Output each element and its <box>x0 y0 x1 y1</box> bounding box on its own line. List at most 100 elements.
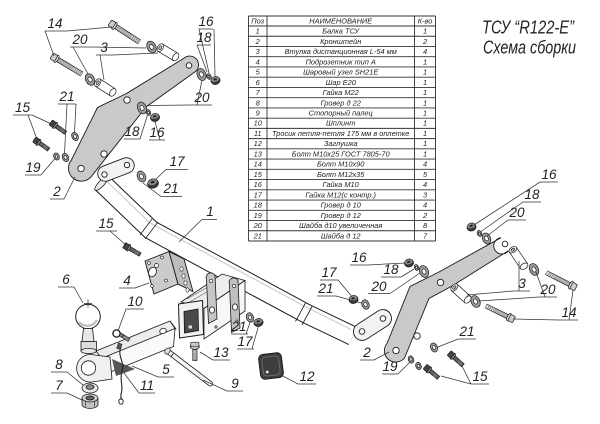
svg-text:Подрозетник тип А: Подрозетник тип А <box>306 57 376 66</box>
svg-text:7: 7 <box>423 231 428 240</box>
svg-text:5: 5 <box>423 170 428 179</box>
svg-text:15: 15 <box>472 369 488 384</box>
svg-text:9: 9 <box>256 109 260 118</box>
svg-text:НАИМЕНОВАНИЕ: НАИМЕНОВАНИЕ <box>309 17 372 26</box>
svg-text:16: 16 <box>351 250 367 265</box>
svg-text:5: 5 <box>162 362 170 377</box>
svg-text:Болт М10х90: Болт М10х90 <box>317 160 365 169</box>
svg-text:12: 12 <box>299 369 315 384</box>
svg-text:К-во: К-во <box>418 17 433 26</box>
svg-text:18: 18 <box>383 262 399 277</box>
svg-text:Шайба д 12: Шайба д 12 <box>321 231 361 240</box>
svg-text:Втулка дистанционная L-54 мм: Втулка дистанционная L-54 мм <box>285 47 397 56</box>
svg-text:Шаровый узел SH21E: Шаровый узел SH21E <box>303 68 378 77</box>
svg-text:Болт М10х25 ГОСТ 7805-70: Болт М10х25 ГОСТ 7805-70 <box>292 150 391 159</box>
svg-text:16: 16 <box>149 125 165 140</box>
svg-text:9: 9 <box>231 376 239 391</box>
svg-text:1: 1 <box>423 57 427 66</box>
svg-text:1: 1 <box>423 119 427 128</box>
svg-text:19: 19 <box>254 211 262 220</box>
svg-text:Схема сборки: Схема сборки <box>483 37 576 58</box>
svg-text:5: 5 <box>256 68 261 77</box>
svg-text:2: 2 <box>422 37 427 46</box>
svg-text:Гайка М22: Гайка М22 <box>323 88 359 97</box>
svg-text:Шплинт: Шплинт <box>326 119 355 128</box>
svg-text:8: 8 <box>423 221 428 230</box>
svg-text:Гровер д 12: Гровер д 12 <box>321 211 361 220</box>
svg-text:16: 16 <box>541 167 557 182</box>
svg-text:4: 4 <box>423 47 427 56</box>
svg-text:1: 1 <box>206 204 214 219</box>
svg-text:10: 10 <box>127 294 143 309</box>
svg-text:1: 1 <box>256 27 260 36</box>
svg-text:2: 2 <box>52 184 61 199</box>
svg-text:4: 4 <box>423 180 427 189</box>
svg-text:6: 6 <box>256 78 261 87</box>
svg-text:16: 16 <box>198 14 214 29</box>
svg-text:15: 15 <box>254 170 263 179</box>
svg-text:18: 18 <box>524 187 540 202</box>
svg-text:19: 19 <box>25 160 41 175</box>
svg-text:1: 1 <box>423 109 427 118</box>
svg-text:3: 3 <box>100 40 108 55</box>
svg-text:Шар Е20: Шар Е20 <box>326 78 357 87</box>
svg-text:15: 15 <box>15 100 31 115</box>
svg-text:Стопорный палец: Стопорный палец <box>309 109 373 118</box>
svg-text:20: 20 <box>370 279 387 294</box>
svg-text:Кронштейн: Кронштейн <box>320 37 361 46</box>
svg-text:6: 6 <box>62 272 70 287</box>
svg-text:4: 4 <box>423 201 427 210</box>
svg-text:11: 11 <box>140 378 154 393</box>
svg-text:14: 14 <box>47 16 62 31</box>
svg-text:Гровер д 10: Гровер д 10 <box>321 201 362 210</box>
svg-text:8: 8 <box>256 98 261 107</box>
svg-text:1: 1 <box>423 98 427 107</box>
svg-text:18: 18 <box>254 201 263 210</box>
svg-text:21: 21 <box>317 281 333 296</box>
svg-text:20: 20 <box>508 205 525 220</box>
svg-text:Тросик петля-петля 175 мм в оп: Тросик петля-петля 175 мм в оплетке <box>272 129 409 138</box>
svg-text:17: 17 <box>254 190 263 199</box>
svg-text:12: 12 <box>254 139 262 148</box>
svg-text:11: 11 <box>254 129 262 138</box>
svg-text:1: 1 <box>423 27 427 36</box>
svg-text:Гайка М10: Гайка М10 <box>323 180 360 189</box>
svg-text:20: 20 <box>539 282 556 297</box>
svg-text:Заглушка: Заглушка <box>324 139 358 148</box>
svg-text:21: 21 <box>230 319 246 334</box>
svg-text:21: 21 <box>458 324 474 339</box>
svg-text:10: 10 <box>254 119 263 128</box>
svg-text:7: 7 <box>55 378 63 393</box>
svg-text:1: 1 <box>423 68 427 77</box>
svg-text:Поз: Поз <box>251 17 264 26</box>
svg-text:4: 4 <box>123 273 131 288</box>
svg-text:17: 17 <box>169 154 185 169</box>
svg-text:17: 17 <box>321 265 337 280</box>
svg-text:18: 18 <box>196 30 212 45</box>
svg-text:1: 1 <box>423 139 427 148</box>
svg-text:2: 2 <box>362 345 371 360</box>
svg-text:1: 1 <box>423 150 427 159</box>
svg-text:8: 8 <box>55 357 63 372</box>
svg-text:2: 2 <box>422 211 427 220</box>
svg-text:Болт М12х35: Болт М12х35 <box>317 170 365 179</box>
svg-text:21: 21 <box>58 89 74 104</box>
svg-text:7: 7 <box>256 88 261 97</box>
svg-text:14: 14 <box>254 160 262 169</box>
svg-text:3: 3 <box>256 47 261 56</box>
svg-text:20: 20 <box>253 221 263 230</box>
svg-text:21: 21 <box>253 231 262 240</box>
svg-text:14: 14 <box>561 305 576 320</box>
svg-text:13: 13 <box>213 345 229 360</box>
svg-text:Шайба д10 увеличенная: Шайба д10 увеличенная <box>299 221 382 230</box>
svg-text:1: 1 <box>423 88 427 97</box>
svg-text:3: 3 <box>518 276 526 291</box>
svg-text:18: 18 <box>124 124 140 139</box>
svg-text:ТСУ “R122-E”: ТСУ “R122-E” <box>482 17 575 38</box>
svg-text:20: 20 <box>71 32 88 47</box>
svg-text:21: 21 <box>162 181 178 196</box>
svg-text:1: 1 <box>423 129 427 138</box>
svg-text:17: 17 <box>237 334 253 349</box>
svg-text:4: 4 <box>423 160 427 169</box>
svg-text:15: 15 <box>98 216 114 231</box>
